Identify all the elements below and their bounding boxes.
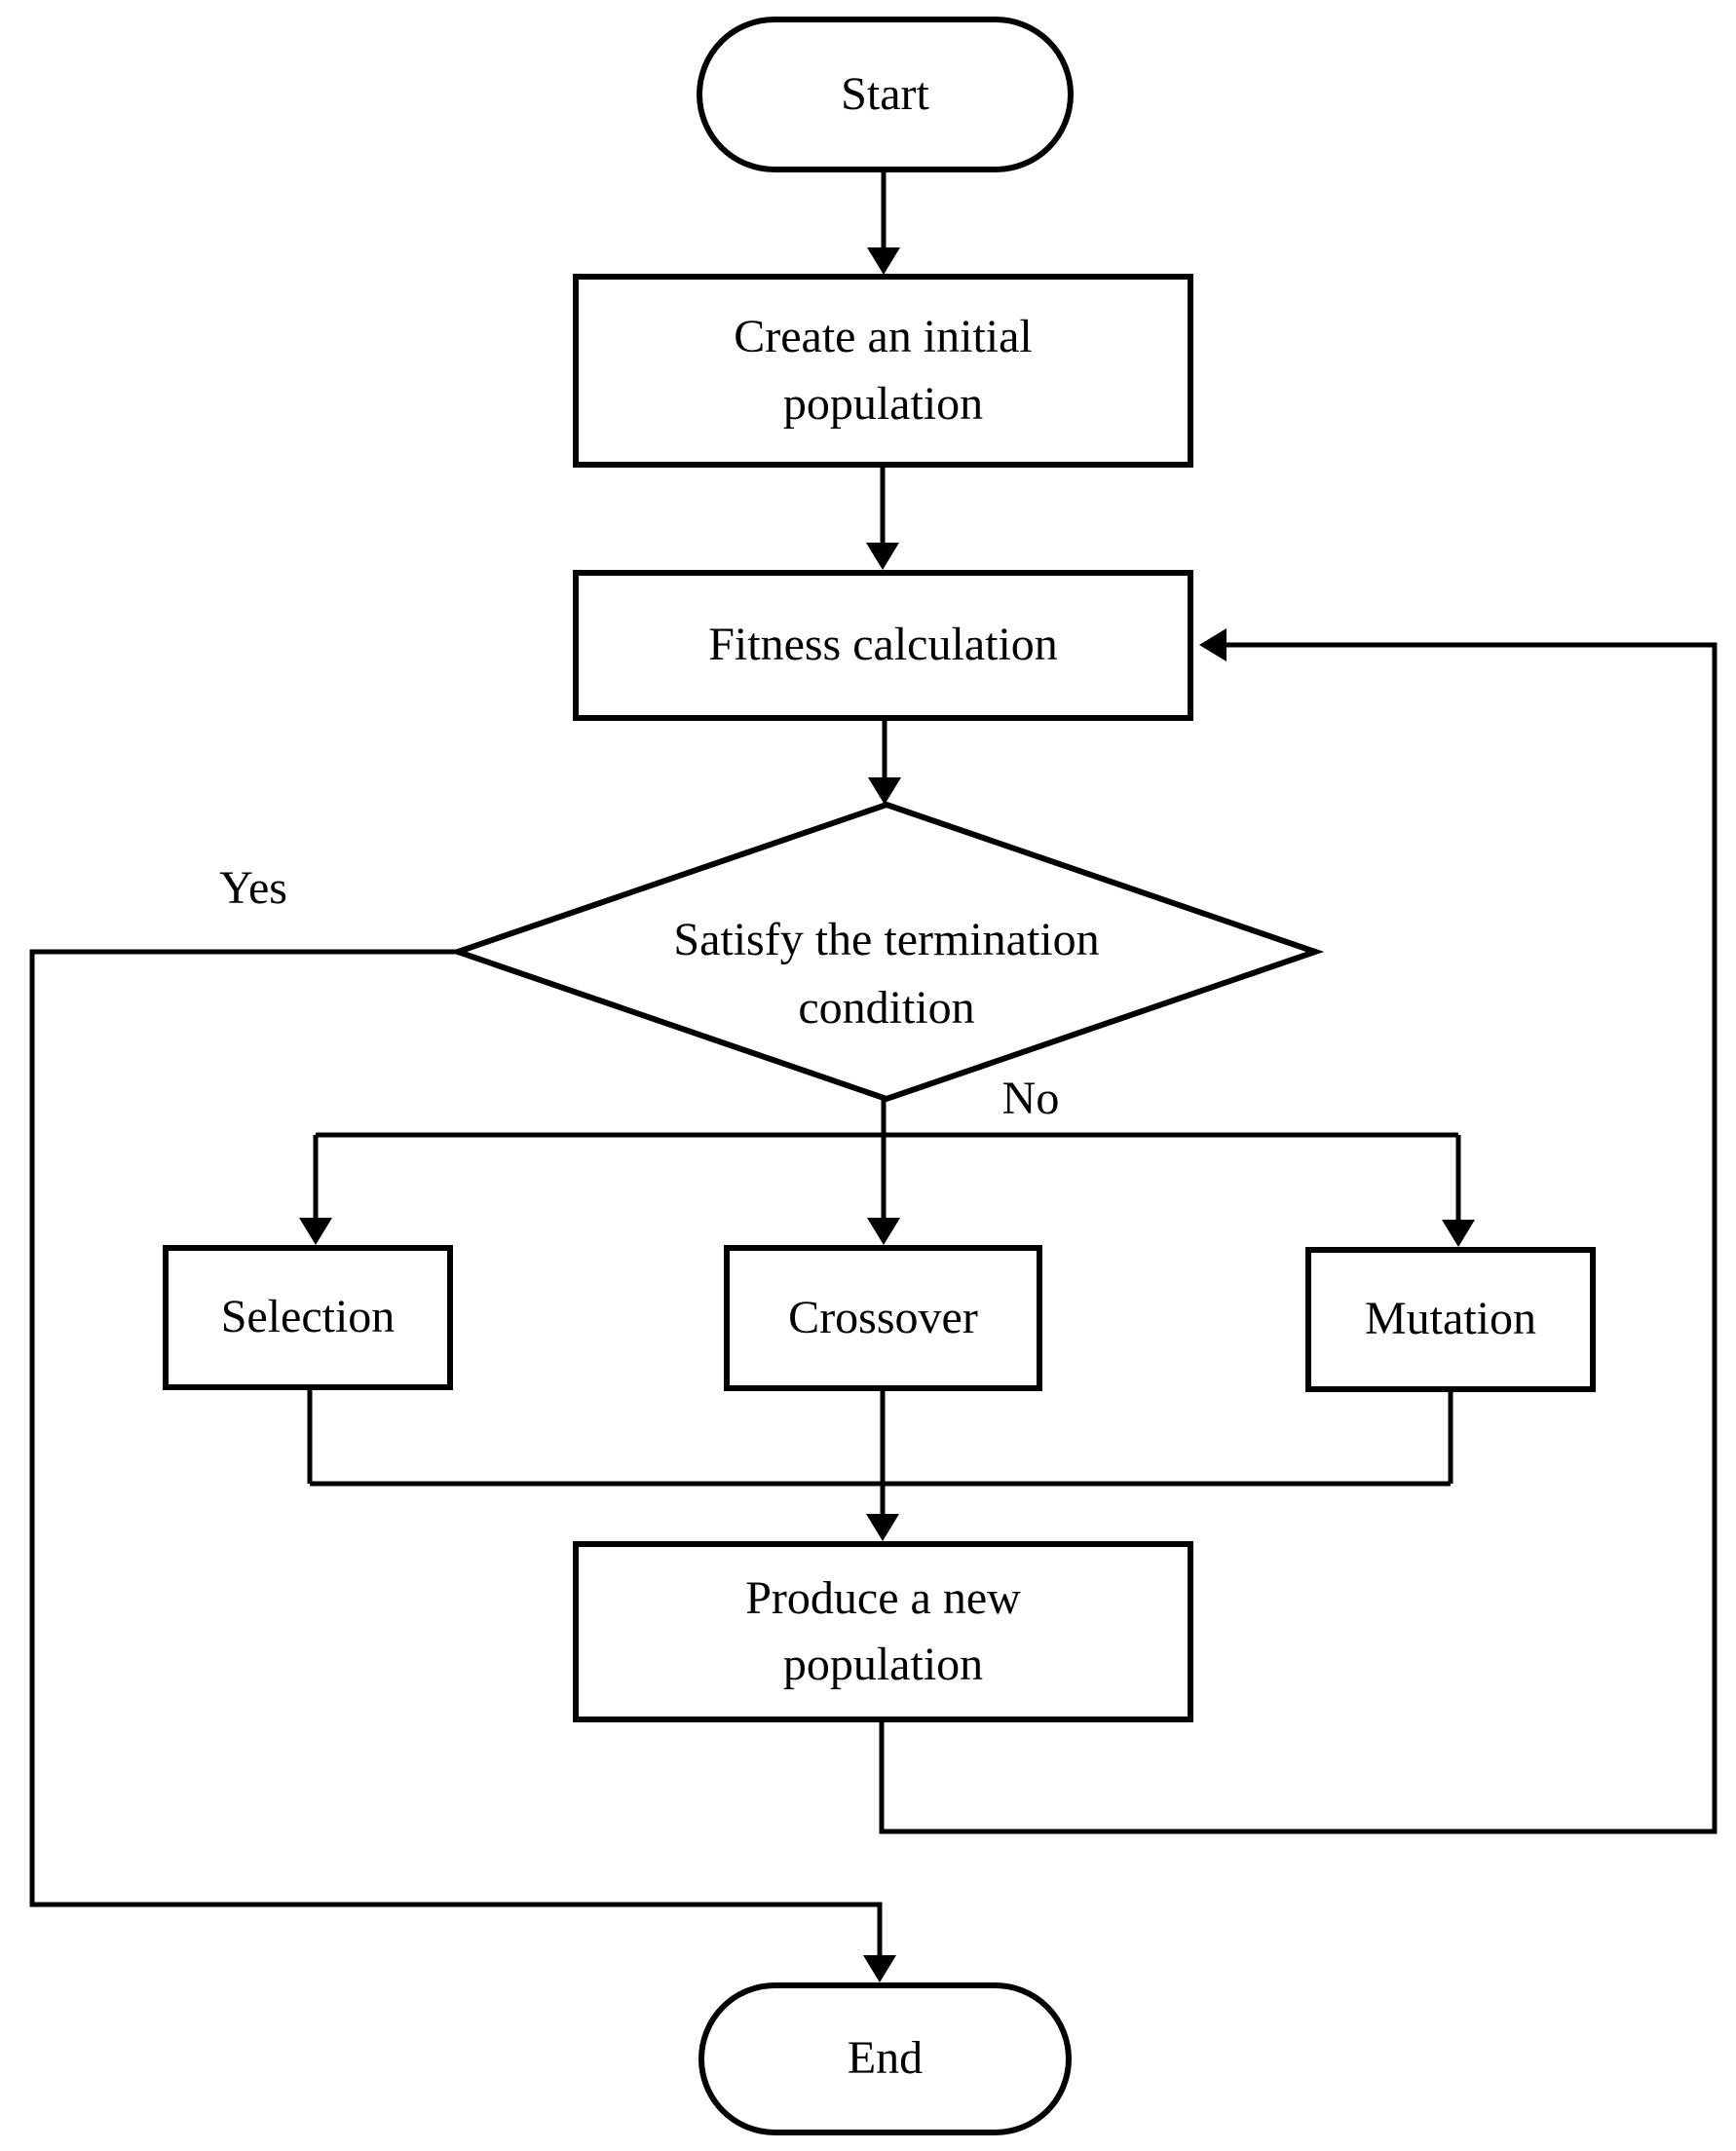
no-label: No [1001,1073,1060,1124]
node-create-label-line2: population [782,377,984,430]
node-create-initial-population: Create an initial population [573,274,1193,468]
node-end-label: End [847,2032,924,2085]
edge-branch-mutation-arrowhead [1442,1220,1475,1247]
node-start-label: Start [841,67,929,120]
node-mutation: Mutation [1305,1247,1596,1392]
node-start: Start [697,17,1074,172]
node-crossover: Crossover [724,1245,1042,1391]
node-produce-label-line1: Produce a new [745,1571,1021,1624]
node-produce-new-population: Produce a new population [573,1541,1193,1722]
node-decision-termination-label: Satisfy the termination condition [594,906,1179,1042]
node-fitness-label: Fitness calculation [708,619,1058,671]
edge-decision-end-yes-arrowhead [863,1955,896,1982]
edge-decision-end-yes [29,949,883,1955]
decision-diamond-shape [448,801,1325,1103]
edge-branch-selection-arrowhead [299,1218,332,1245]
node-mutation-label: Mutation [1365,1293,1536,1345]
node-fitness-calculation: Fitness calculation [573,570,1193,721]
edge-start-create-arrowhead [867,247,900,275]
edge-produce-fitness-loop-arrowhead [1199,628,1227,661]
edge-produce-fitness-loop [879,642,1717,1834]
node-decision-label-line1: Satisfy the termination [673,914,1100,965]
node-decision-label-line2: condition [798,982,975,1034]
node-selection: Selection [163,1245,453,1390]
edge-fitness-decision-arrowhead [868,777,901,805]
node-end: End [698,1982,1072,2135]
node-crossover-label: Crossover [788,1291,978,1343]
node-produce-label-line2: population [782,1639,984,1690]
edge-create-fitness-arrowhead [866,543,899,570]
node-create-label-line1: Create an initial [734,311,1033,363]
node-selection-label: Selection [220,1291,396,1343]
yes-label: Yes [219,862,287,914]
edge-merge-produce-arrowhead [866,1514,899,1541]
edge-branch-crossover-arrowhead [867,1218,900,1245]
